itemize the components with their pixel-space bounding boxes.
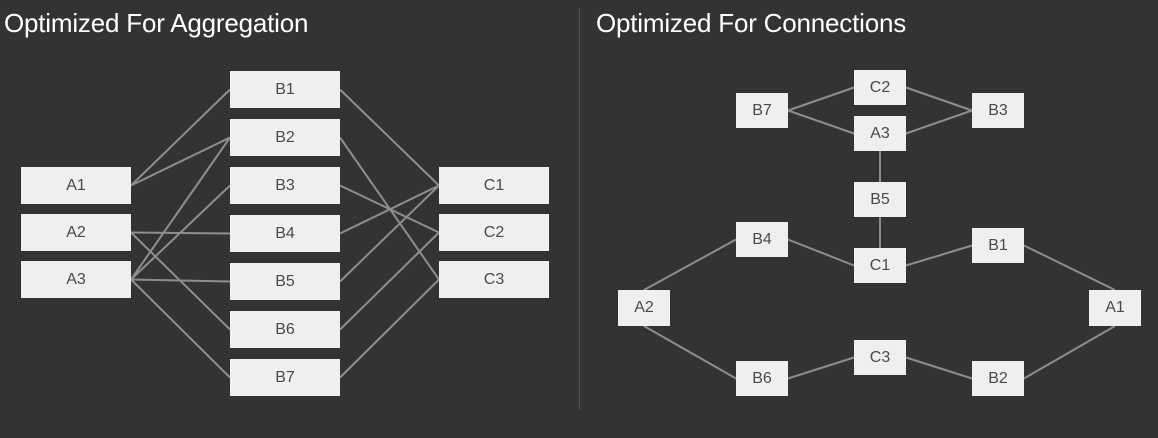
node-b5: B5 <box>230 263 340 300</box>
node-c3: C3 <box>439 261 549 298</box>
node-a3: A3 <box>21 261 131 298</box>
edge-b4-c1 <box>787 238 855 267</box>
panel-divider <box>579 8 580 410</box>
node-c2: C2 <box>854 70 906 105</box>
node-c3: C3 <box>854 340 906 375</box>
node-b4: B4 <box>230 215 340 252</box>
node-a3: A3 <box>854 116 906 151</box>
node-b5: B5 <box>854 182 906 217</box>
node-b7: B7 <box>736 93 788 128</box>
node-b7: B7 <box>230 359 340 396</box>
node-c1: C1 <box>439 167 549 204</box>
node-c1: C1 <box>854 248 906 283</box>
edge-b7-a3 <box>787 109 855 135</box>
edge-b6-c3 <box>787 356 855 380</box>
right-diagram-title: Optimized For Connections <box>596 8 907 38</box>
edge-c3-b2 <box>905 356 973 380</box>
edge-c1-b1 <box>905 244 973 267</box>
node-b4: B4 <box>736 222 788 257</box>
edge-b1-c1 <box>339 88 440 187</box>
node-b2: B2 <box>230 119 340 156</box>
node-b2: B2 <box>972 361 1024 396</box>
node-b1: B1 <box>230 71 340 108</box>
edge-b7-c3 <box>339 278 440 379</box>
node-b3: B3 <box>230 167 340 204</box>
node-c2: C2 <box>439 214 549 251</box>
node-b1: B1 <box>972 228 1024 263</box>
edge-a3-b3 <box>905 109 973 135</box>
edge-a2-b6 <box>643 325 737 380</box>
edge-a1-b2 <box>130 136 231 187</box>
node-a2: A2 <box>21 214 131 251</box>
node-b3: B3 <box>972 93 1024 128</box>
node-a1: A1 <box>1089 290 1141 326</box>
edge-b1-a1 <box>1023 244 1116 291</box>
node-b6: B6 <box>736 361 788 396</box>
edge-a1-b1 <box>130 88 231 187</box>
edge-b7-c2 <box>787 86 855 112</box>
edge-b4-c1 <box>339 184 440 235</box>
edge-a3-b5 <box>130 278 231 283</box>
edge-b6-c2 <box>339 231 440 331</box>
edge-c2-b3 <box>905 86 973 112</box>
node-a1: A1 <box>21 167 131 204</box>
edge-b2-a1 <box>1023 325 1116 380</box>
edge-a3-b7 <box>130 278 231 379</box>
edge-a3-b2 <box>130 136 231 281</box>
node-a2: A2 <box>618 290 670 326</box>
edge-a2-b4 <box>643 238 737 291</box>
node-b6: B6 <box>230 311 340 348</box>
edge-a3-b3 <box>130 184 231 281</box>
left-diagram-title: Optimized For Aggregation <box>4 8 309 38</box>
edge-b5-c1 <box>339 184 440 283</box>
